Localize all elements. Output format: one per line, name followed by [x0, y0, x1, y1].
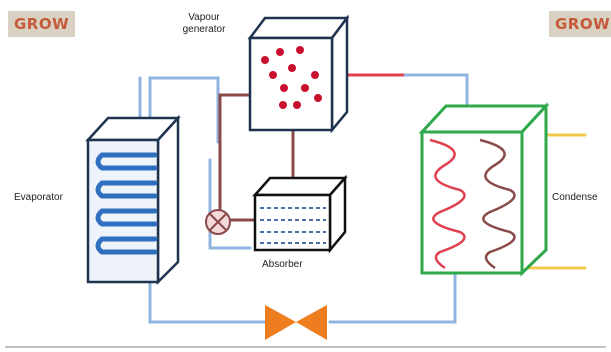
condenser-coil-hot: [429, 138, 466, 270]
vapour-generator-label-line1: Vapour: [188, 12, 220, 23]
condenser-coil-brown: [479, 138, 516, 270]
pipe-evaporator-to-absorber: [148, 76, 252, 250]
condenser: [418, 102, 550, 277]
expansion-valve-icon: [265, 305, 327, 340]
grow-logo-right: GROW: [549, 11, 611, 37]
condenser-label: Condense: [552, 192, 598, 203]
pump-icon: [205, 209, 231, 235]
vapour-generator-label-line2: generator: [182, 24, 226, 35]
vapour-generator-label: Vapour generator: [168, 12, 240, 36]
absorber-grid: [260, 207, 326, 244]
evaporator-label: Evaporator: [14, 192, 63, 203]
pipe-generator-to-condenser-cold: [403, 73, 469, 112]
evaporator-coil: [95, 152, 158, 255]
pipe-generator-to-absorber-brown: [218, 93, 252, 220]
vapour-generator: [247, 14, 350, 134]
pipe-bottom-return: [148, 270, 457, 324]
absorber: [252, 174, 348, 254]
grow-logo-left: GROW: [8, 11, 76, 37]
evaporator: [85, 114, 181, 286]
refrigerant-droplets: [261, 46, 322, 109]
absorber-label: Absorber: [262, 259, 303, 270]
